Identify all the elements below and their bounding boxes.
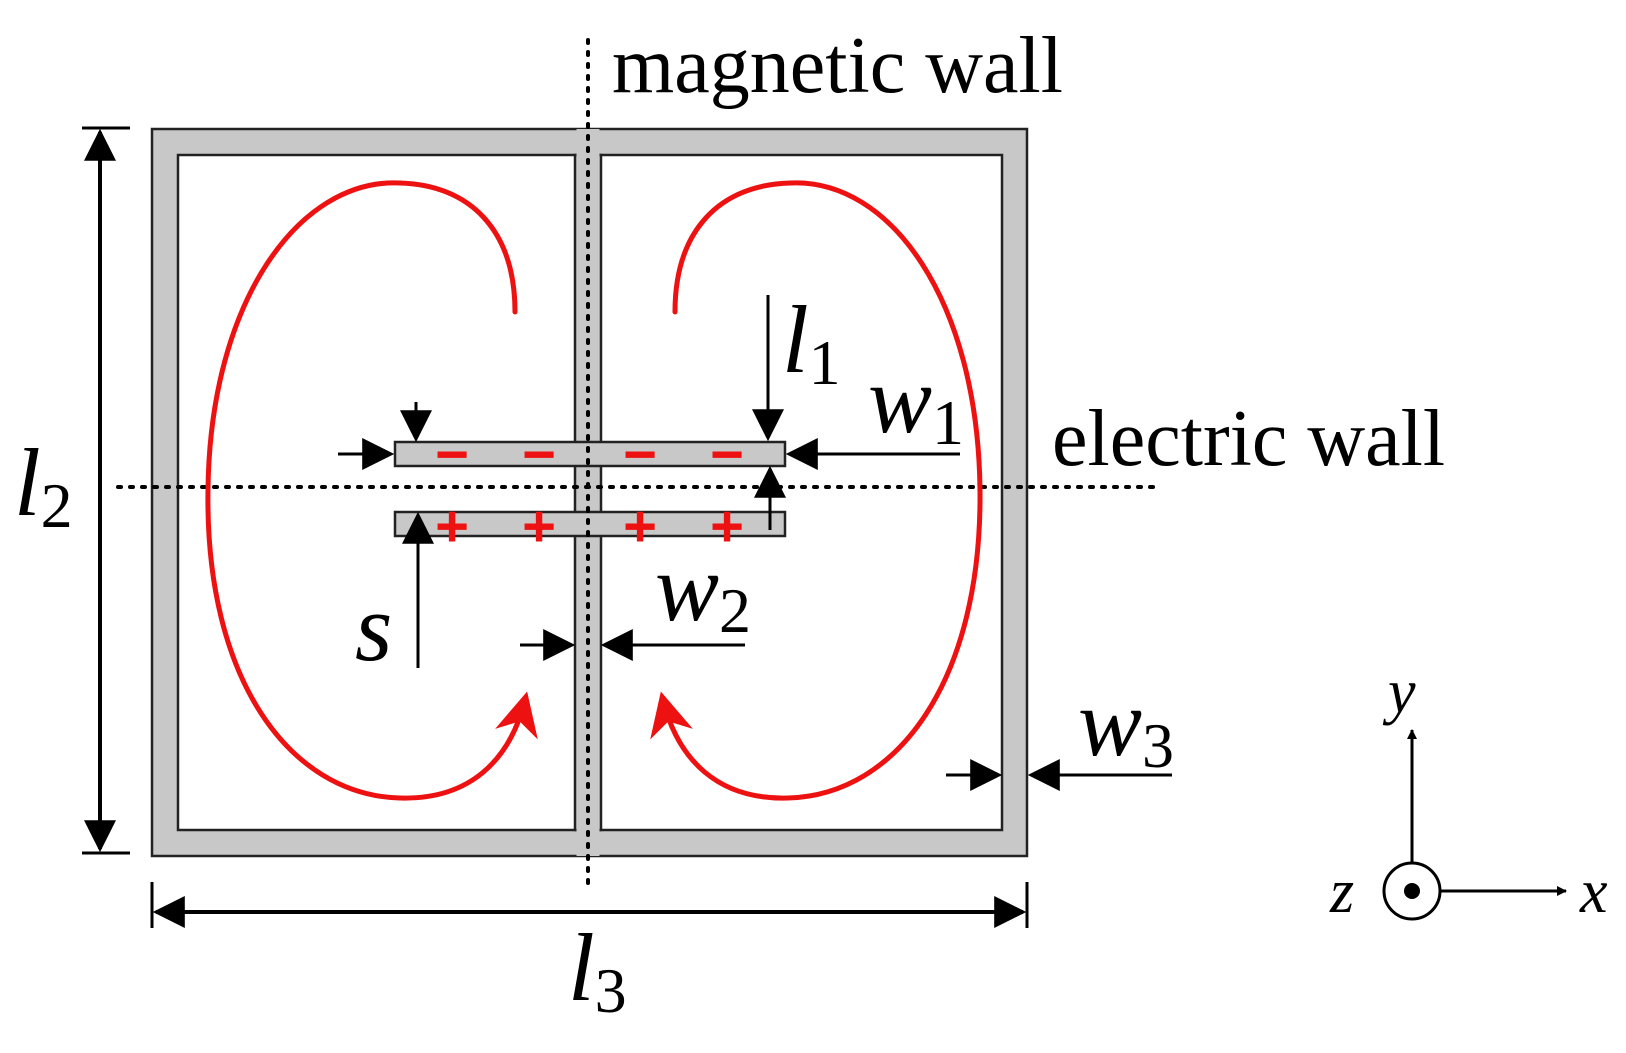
w1-label: w1 xyxy=(868,346,964,458)
negative-charge: − xyxy=(623,422,657,487)
negative-charge: − xyxy=(435,422,469,487)
magnetic-wall-label: magnetic wall xyxy=(612,22,1063,110)
x-axis-label: x xyxy=(1579,858,1608,926)
positive-charge: + xyxy=(522,494,556,559)
z-axis-label: z xyxy=(1329,858,1354,926)
negative-charge: − xyxy=(710,422,744,487)
positive-charge: + xyxy=(623,494,657,559)
electric-wall-label: electric wall xyxy=(1052,395,1445,483)
l3-label: l3 xyxy=(568,914,627,1026)
outer-ring xyxy=(150,127,1029,858)
negative-charges: − − − − xyxy=(435,422,744,487)
w2-label: w2 xyxy=(655,534,751,646)
dimension-l2 xyxy=(82,126,130,855)
y-axis-label: y xyxy=(1382,658,1416,726)
left-current-loop xyxy=(205,180,538,801)
s-label: s xyxy=(355,574,392,681)
negative-charge: − xyxy=(522,422,556,487)
z-axis-dot xyxy=(1404,883,1420,899)
dimension-l3 xyxy=(150,882,1029,928)
current-loops xyxy=(205,180,983,801)
right-current-loop xyxy=(650,180,983,801)
positive-charges: + + + + xyxy=(435,494,744,559)
coordinate-axes: y z x xyxy=(1329,658,1608,926)
l2-label: l2 xyxy=(14,429,73,541)
positive-charge: + xyxy=(435,494,469,559)
w3-label: w3 xyxy=(1078,669,1174,781)
l1-label: l1 xyxy=(782,286,841,398)
positive-charge: + xyxy=(710,494,744,559)
